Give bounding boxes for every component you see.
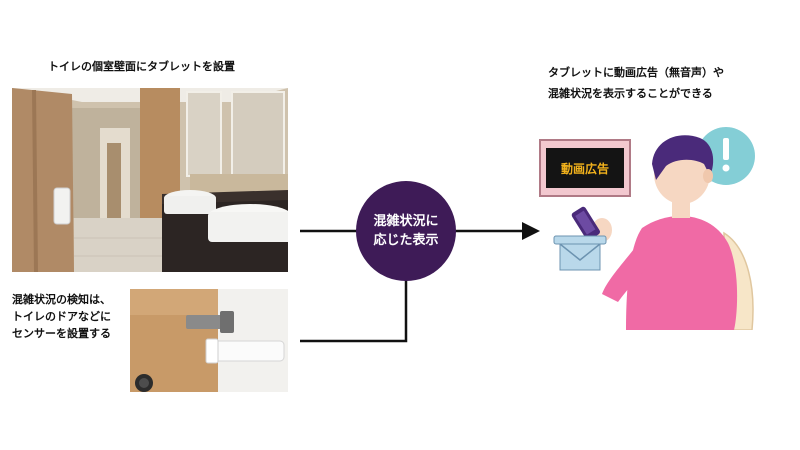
person-illustration	[553, 127, 755, 330]
tablet-ad-label: 動画広告	[560, 161, 609, 176]
restroom-illustration	[12, 88, 288, 272]
tablet-caption-line: タブレットに動画広告（無音声）や	[548, 66, 724, 79]
sensor-caption: 混雑状況の検知は、 トイレのドアなどに センサーを設置する	[12, 291, 111, 342]
center-circle-line: 応じた表示	[373, 233, 439, 248]
door-sensor-illustration	[130, 289, 288, 392]
paper-holder-icon	[553, 235, 607, 271]
sensor-caption-line: 混雑状況の検知は、	[12, 293, 111, 306]
center-circle-line: 混雑状況に	[373, 214, 439, 229]
tablet-caption-line: 混雑状況を表示することができる	[548, 87, 713, 100]
smartphone-icon	[571, 206, 600, 241]
center-process-circle: 混雑状況に 応じた表示	[356, 181, 456, 281]
wall-tablet: 動画広告	[539, 139, 631, 197]
sensor-caption-line: センサーを設置する	[12, 327, 111, 340]
tablet-screen: 動画広告	[546, 148, 624, 188]
sensor-caption-line: トイレのドアなどに	[12, 310, 111, 323]
restroom-caption: トイレの個室壁面にタブレットを設置	[48, 60, 235, 73]
tablet-caption: タブレットに動画広告（無音声）や 混雑状況を表示することができる	[548, 64, 724, 102]
restroom-photo	[12, 88, 288, 272]
sensor-photo	[130, 289, 288, 392]
